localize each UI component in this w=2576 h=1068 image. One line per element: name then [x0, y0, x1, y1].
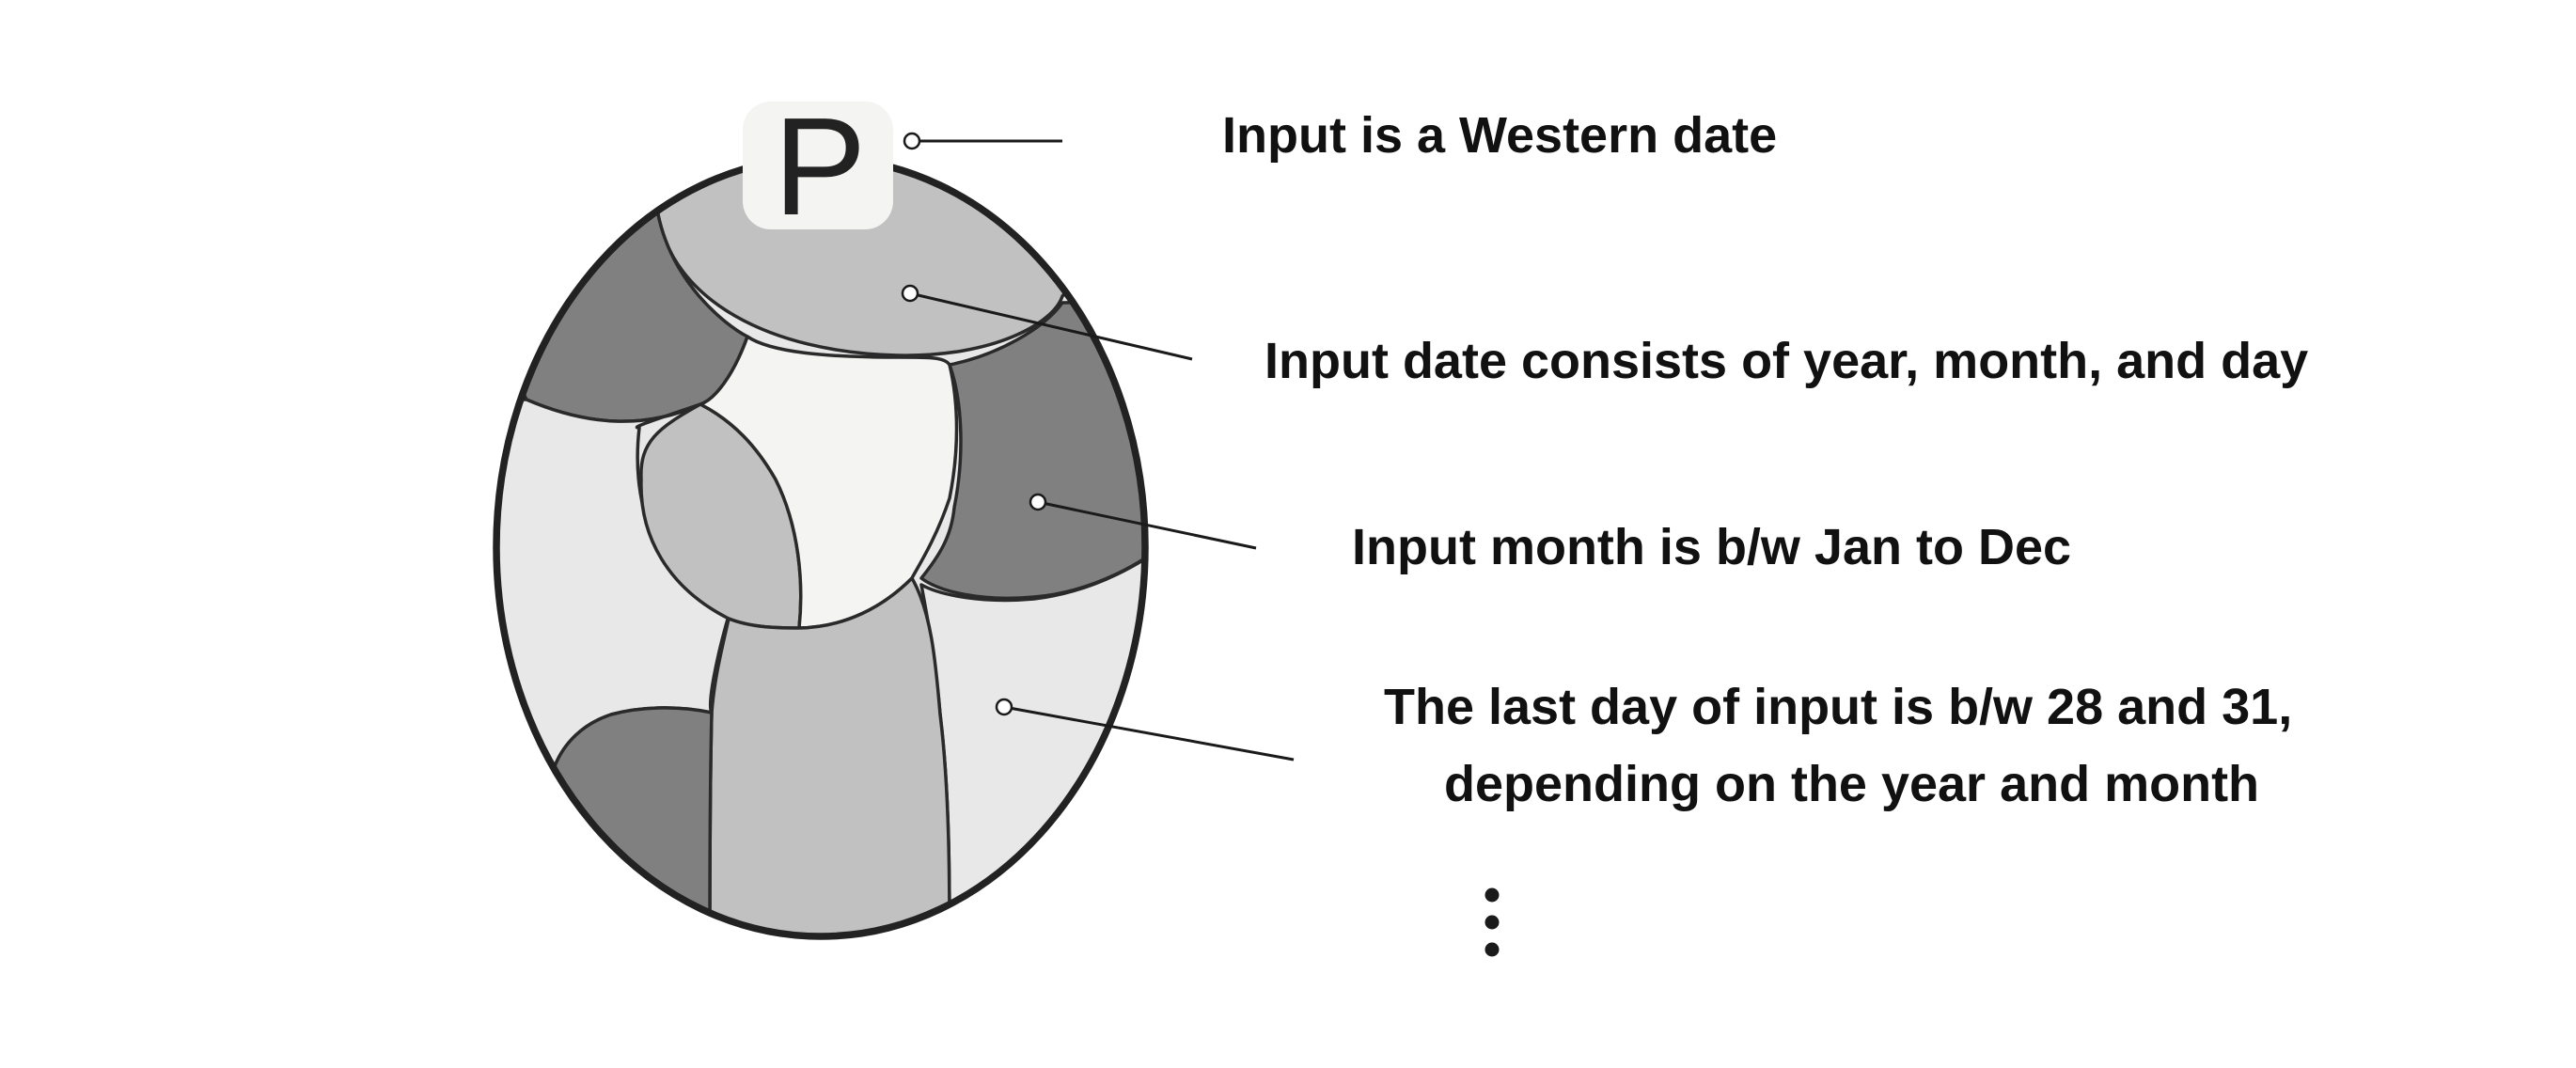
pin-western-date — [903, 132, 921, 150]
pin-last-day — [995, 698, 1013, 716]
label-last-day-line-2: depending on the year and month — [1444, 756, 2259, 812]
leader-year-month-day — [909, 291, 1193, 361]
ellipsis-dot-3 — [1484, 942, 1500, 957]
badge-box — [743, 102, 893, 229]
ellipsis-dot-2 — [1484, 915, 1500, 930]
pin-year-month-day — [901, 284, 919, 303]
region-bottom-center — [708, 576, 951, 936]
pin-month-range — [1029, 493, 1047, 511]
label-last-day-line-1: The last day of input is b/w 28 and 31, — [1384, 679, 2292, 735]
label-month-range: Input month is b/w Jan to Dec — [1352, 519, 2071, 575]
callout-lines — [901, 132, 1295, 762]
label-year-month-day: Input date consists of year, month, and … — [1264, 333, 2308, 389]
leader-last-day — [1003, 705, 1295, 762]
badge-letter: P — [774, 89, 867, 244]
ellipsis-dot-1 — [1484, 887, 1500, 903]
label-western-date: Input is a Western date — [1222, 107, 1777, 164]
more-items-ellipsis — [1484, 887, 1500, 957]
callout-labels: Input is a Western date Input date consi… — [1222, 107, 2308, 812]
leader-month-range — [1037, 500, 1257, 550]
oval-figure: P — [493, 89, 1149, 940]
region-bottom-left — [496, 706, 714, 936]
property-badge: P — [743, 89, 893, 244]
